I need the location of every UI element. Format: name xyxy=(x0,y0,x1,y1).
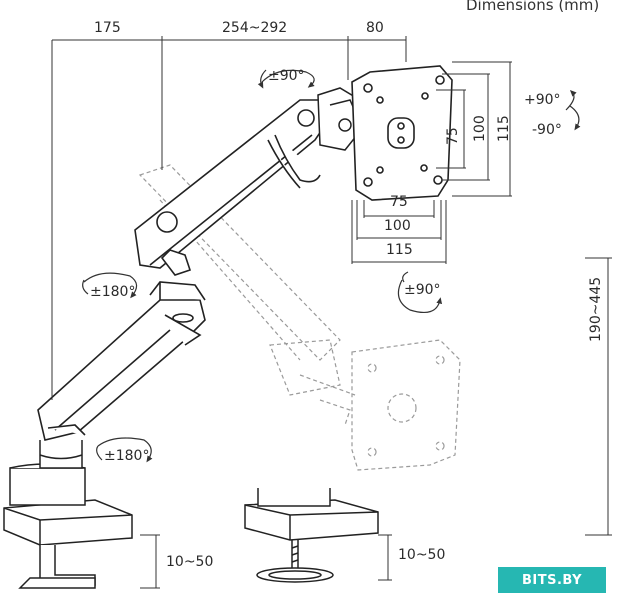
pole xyxy=(39,440,83,469)
reach-head-label: 80 xyxy=(366,20,384,36)
vesa-width-115-label: 115 xyxy=(386,242,413,258)
vesa-width-100-label: 100 xyxy=(384,218,411,234)
base-rotate-label: ±180° xyxy=(104,448,150,464)
reach-arm-label: 254~292 xyxy=(222,20,288,36)
plate-rotate-label: ±90° xyxy=(404,282,441,298)
head-swivel-label: ±90° xyxy=(268,68,305,84)
diagram-title: Dimensions (mm) xyxy=(466,0,600,14)
reach-base-label: 175 xyxy=(94,20,121,36)
rotation-arrows xyxy=(82,69,581,463)
vesa-width-75-label: 75 xyxy=(390,194,408,210)
vesa-height-75-label: 75 xyxy=(445,127,461,145)
height-range-label: 190~445 xyxy=(588,276,604,342)
elbow-rotate-label: ±180° xyxy=(90,284,136,300)
right-clamp xyxy=(244,488,379,583)
upper-arm xyxy=(134,99,331,276)
tilt-up-label: +90° xyxy=(524,92,561,108)
lower-arm xyxy=(37,281,206,441)
vesa-plate xyxy=(351,65,453,201)
watermark-badge: BITS.BY xyxy=(498,567,606,593)
clamp-left-label: 10~50 xyxy=(166,554,214,570)
tilt-down-label: -90° xyxy=(532,122,562,138)
clamp-right-label: 10~50 xyxy=(398,547,446,563)
vesa-height-100-label: 100 xyxy=(472,115,488,142)
vesa-height-115-label: 115 xyxy=(496,115,512,142)
left-clamp xyxy=(3,463,133,589)
dimension-lines xyxy=(51,36,612,589)
